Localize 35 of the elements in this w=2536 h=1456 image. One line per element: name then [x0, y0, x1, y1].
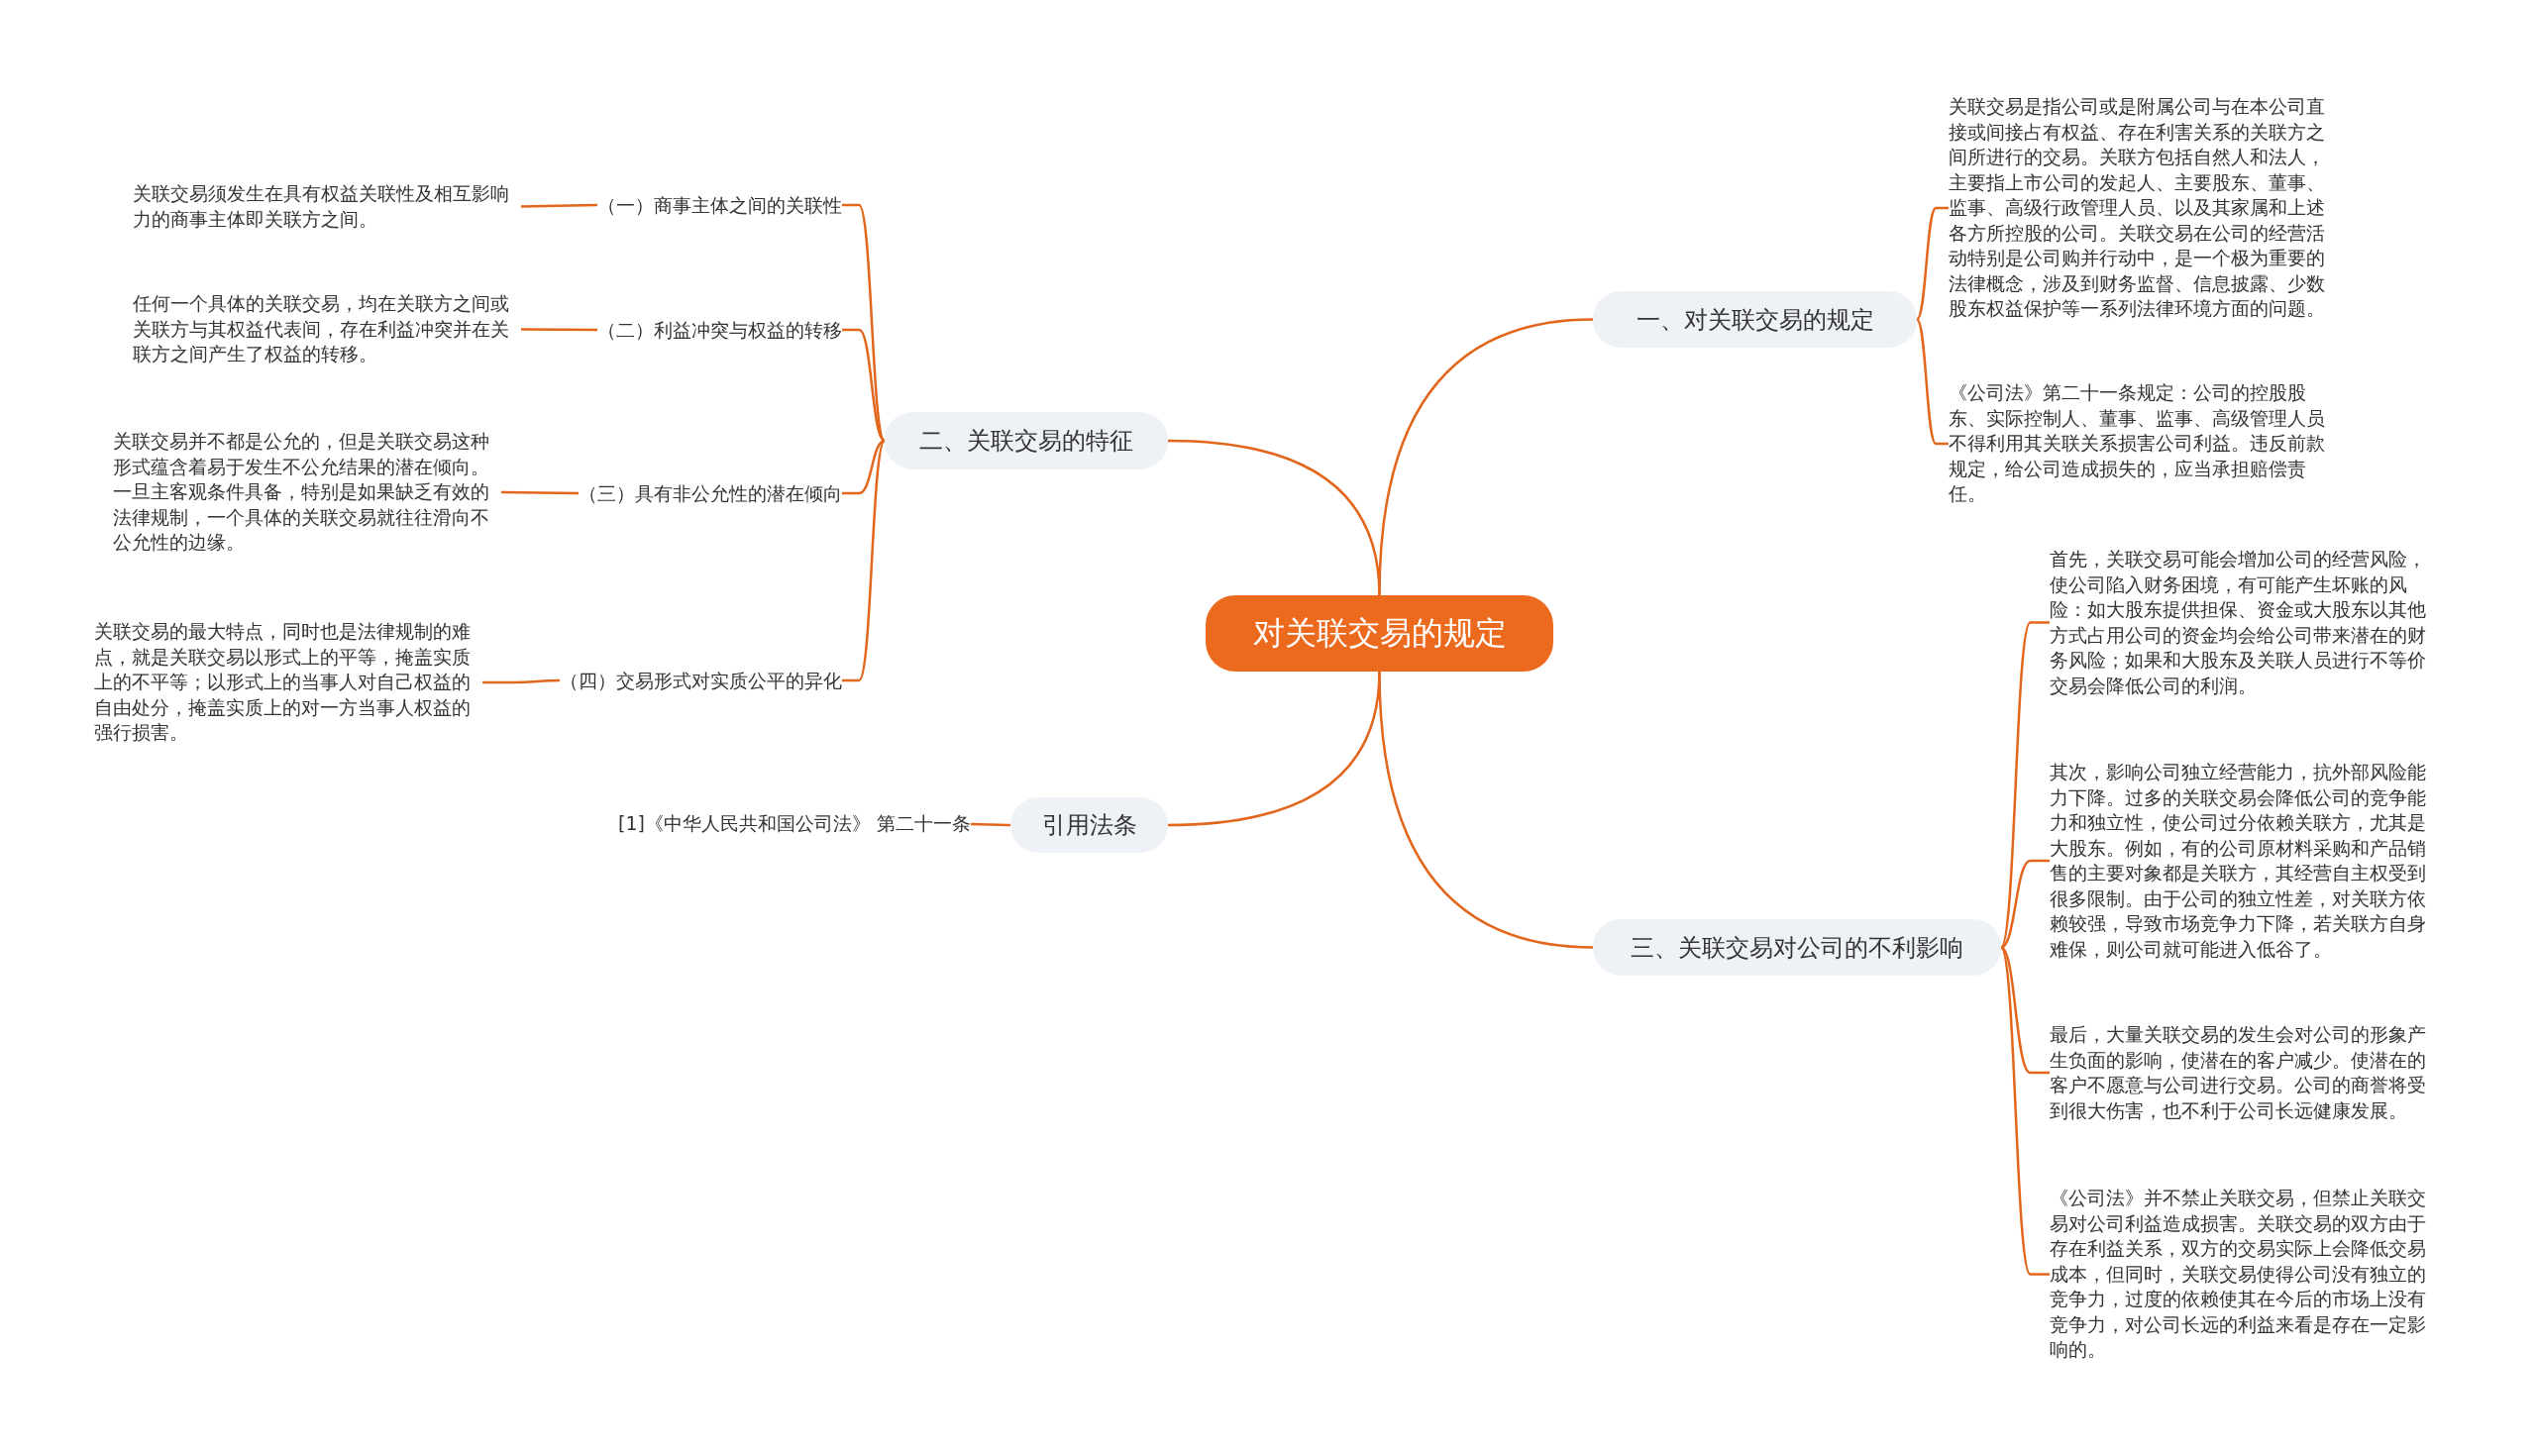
- connector-line: [842, 203, 887, 442]
- central-topic: 对关联交易的规定: [1206, 595, 1553, 672]
- connector-line: [482, 678, 560, 684]
- subtopic-label: （一）商事主体之间的关联性: [597, 191, 842, 219]
- note-text: 《公司法》第二十一条规定：公司的控股股东、实际控制人、董事、监事、高级管理人员不得利用其关联关系损害公司利益。违反前款规定，给公司造成损失的，应当承担赔偿责任。: [1949, 380, 2337, 507]
- connector-line: [1999, 621, 2050, 949]
- connector-line: [842, 328, 886, 442]
- subtopic-label: （三）具有非公允性的潜在倾向: [579, 479, 842, 507]
- note-text: 关联交易是指公司或是附属公司与在本公司直接或间接占有权益、存在利害关系的关联方之间所进行的交易。关联方包括自然人和法人，主要指上市公司的发起人、主要股东、董事、监事、高级行政管理人员、以及其家属和上述各方所控股的公司。关联交易在公司的经营活动特别是公司购并行动中，是一个极为重要的法律概念，涉及到财务监督、信息披露、少数股东权益保护等一系列法律环境方面的问题。: [1949, 94, 2337, 322]
- branch-topic: 一、对关联交易的规定: [1593, 291, 1917, 348]
- connector-line: [501, 490, 579, 495]
- note-text: 最后，大量关联交易的发生会对公司的形象产生负面的影响，使潜在的客户减少。使潜在的客户不愿意与公司进行交易。公司的商誉将受到很大伤害，也不利于公司长远健康发展。: [2050, 1022, 2438, 1123]
- note-text: 关联交易须发生在具有权益关联性及相互影响力的商事主体即关联方之间。: [133, 181, 521, 232]
- connector-line: [2000, 859, 2050, 949]
- note-text: 关联交易并不都是公允的，但是关联交易这种形式蕴含着易于发生不公允结果的潜在倾向。一旦主客观条件具备，特别是如果缺乏有效的法律规制，一个具体的关联交易就往往滑向不公允性的边缘。: [113, 429, 501, 556]
- connector-line: [2000, 946, 2050, 1075]
- connector-line: [521, 328, 597, 332]
- connector-line: [970, 822, 1011, 827]
- connector-line: [1167, 439, 1381, 596]
- connector-line: [520, 203, 598, 208]
- connector-line: [842, 439, 886, 495]
- note-text: 任何一个具体的关联交易，均在关联方之间或关联方与其权益代表间，存在利益冲突并在关联方之间产生了权益的转移。: [133, 291, 521, 367]
- note-text: 首先，关联交易可能会增加公司的经营风险，使公司陷入财务困境，有可能产生坏账的风险：如大股东提供担保、资金或大股东以其他方式占用公司的资金均会给公司带来潜在的财务风险；如果和大股东及关联人员进行不等价交易会降低公司的利润。: [2050, 547, 2438, 698]
- connector-line: [1378, 671, 1594, 949]
- subtopic-label: （四）交易形式对实质公平的异化: [560, 667, 842, 694]
- subtopic-label: （二）利益冲突与权益的转移: [597, 316, 842, 344]
- note-text: 关联交易的最大特点，同时也是法律规制的难点，就是关联交易以形式上的平等，掩盖实质上的不平等；以形式上的当事人对自己权益的自由处分，掩盖实质上的对一方当事人权益的强行损害。: [94, 619, 482, 746]
- note-text: [1]《中华人民共和国公司法》 第二十一条: [618, 811, 971, 837]
- branch-topic: 引用法条: [1010, 797, 1168, 853]
- branch-topic: 三、关联交易对公司的不利影响: [1593, 919, 2001, 976]
- connector-line: [842, 440, 887, 682]
- note-text: 其次，影响公司独立经营能力，抗外部风险能力下降。过多的关联交易会降低公司的竞争能力和独立性，使公司过分依赖关联方，尤其是大股东。例如，有的公司原材料采购和产品销售的主要对象都是关联方，其经营自主权受到很多限制。由于公司的独立性差，对关联方依赖较强，导致市场竞争力下降，若关联方自身难保，则公司就可能进入低谷了。: [2050, 760, 2438, 962]
- branch-topic: 二、关联交易的特征: [885, 412, 1168, 469]
- connector-line: [1999, 946, 2050, 1276]
- note-text: 《公司法》并不禁止关联交易，但禁止关联交易对公司利益造成损害。关联交易的双方由于存在利益关系，双方的交易实际上会降低交易成本，但同时，关联交易使得公司没有独立的竞争力，过度的依赖使其在今后的市场上没有竞争力，对公司长远的利益来看是存在一定影响的。: [2050, 1186, 2438, 1363]
